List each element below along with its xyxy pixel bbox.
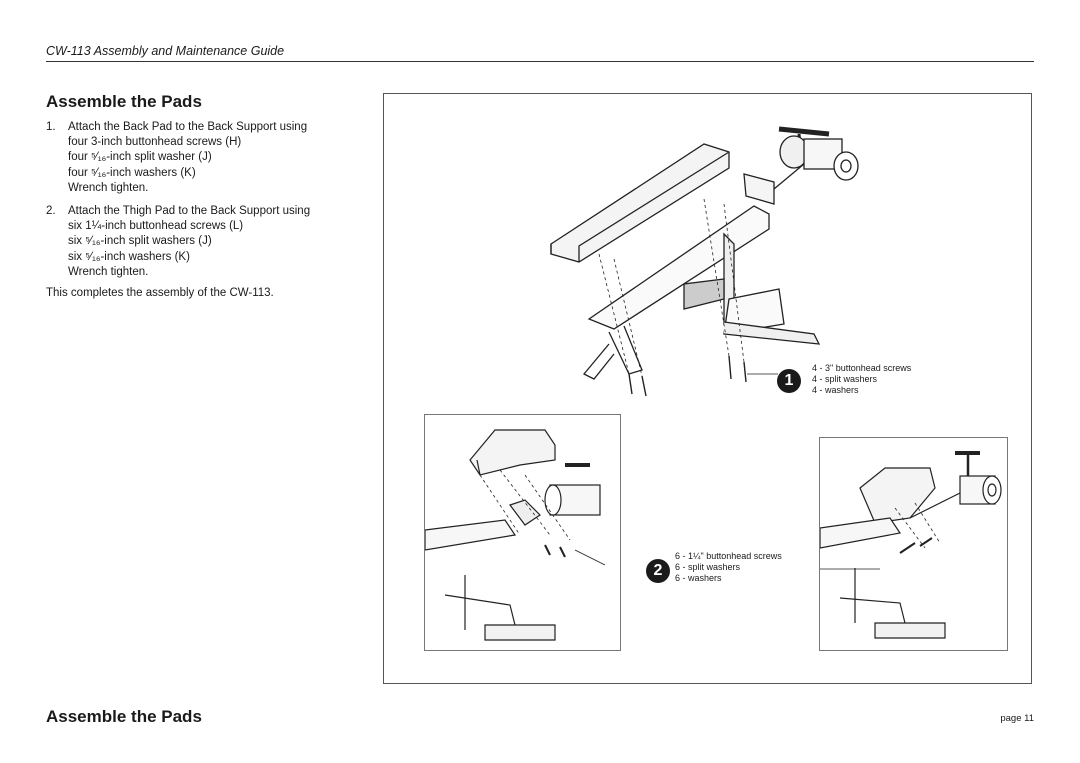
step-text: Attach the Back Pad to the Back Support … — [68, 121, 308, 133]
callout-number-2: 2 — [646, 559, 670, 583]
instruction-steps: 1. Attach the Back Pad to the Back Suppo… — [46, 120, 351, 288]
step-line: six ⁵⁄₁₆-inch washers (K) — [68, 250, 190, 263]
step-line: four ⁵⁄₁₆-inch washers (K) — [68, 166, 196, 179]
header-rule — [46, 61, 1034, 62]
callout-1-parts-list: 4 - 3" buttonhead screws 4 - split washe… — [812, 363, 911, 396]
page-number: page 11 — [1000, 713, 1034, 724]
thigh-pad-left-illustration — [424, 429, 606, 641]
step-text: Attach the Thigh Pad to the Back Support… — [68, 205, 311, 218]
step-line: four ⁵⁄₁₆-inch split washer (J) — [68, 151, 212, 164]
step-number: 1. — [46, 121, 56, 133]
bench-illustration — [550, 126, 859, 397]
callout-2-parts-list: 6 - 1¼" buttonhead screws 6 - split wash… — [675, 551, 782, 584]
step-line: six 1¼-inch buttonhead screws (L) — [68, 220, 244, 233]
completion-note: This completes the assembly of the CW-11… — [46, 287, 274, 299]
footer-title: Assemble the Pads — [46, 707, 202, 726]
thigh-pad-detail-left — [424, 414, 621, 651]
step-line: Wrench tighten. — [68, 181, 149, 194]
step-line: six ⁵⁄₁₆-inch split washers (J) — [68, 235, 212, 248]
callout-1-line: 4 - split washers — [812, 374, 878, 384]
step-2: 2. Attach the Thigh Pad to the Back Supp… — [46, 204, 351, 280]
section-title: Assemble the Pads — [46, 92, 202, 111]
callout-1-line: 4 - washers — [812, 385, 859, 395]
guide-title: CW-113 Assembly and Maintenance Guide — [46, 44, 285, 58]
thigh-pad-right-illustration — [819, 451, 1002, 639]
callout-2-line: 6 - split washers — [675, 562, 741, 572]
callout-2-line: 6 - washers — [675, 573, 722, 583]
step-line: Wrench tighten. — [68, 265, 149, 278]
step-line: four 3-inch buttonhead screws (H) — [68, 136, 242, 149]
step-1: 1. Attach the Back Pad to the Back Suppo… — [46, 120, 351, 196]
thigh-pad-detail-right — [819, 437, 1008, 651]
assembly-figure-frame — [383, 93, 1032, 684]
callout-2-line: 6 - 1¼" buttonhead screws — [675, 551, 782, 561]
callout-1-line: 4 - 3" buttonhead screws — [812, 363, 912, 373]
callout-number-1: 1 — [777, 369, 801, 393]
step-number: 2. — [46, 205, 56, 218]
